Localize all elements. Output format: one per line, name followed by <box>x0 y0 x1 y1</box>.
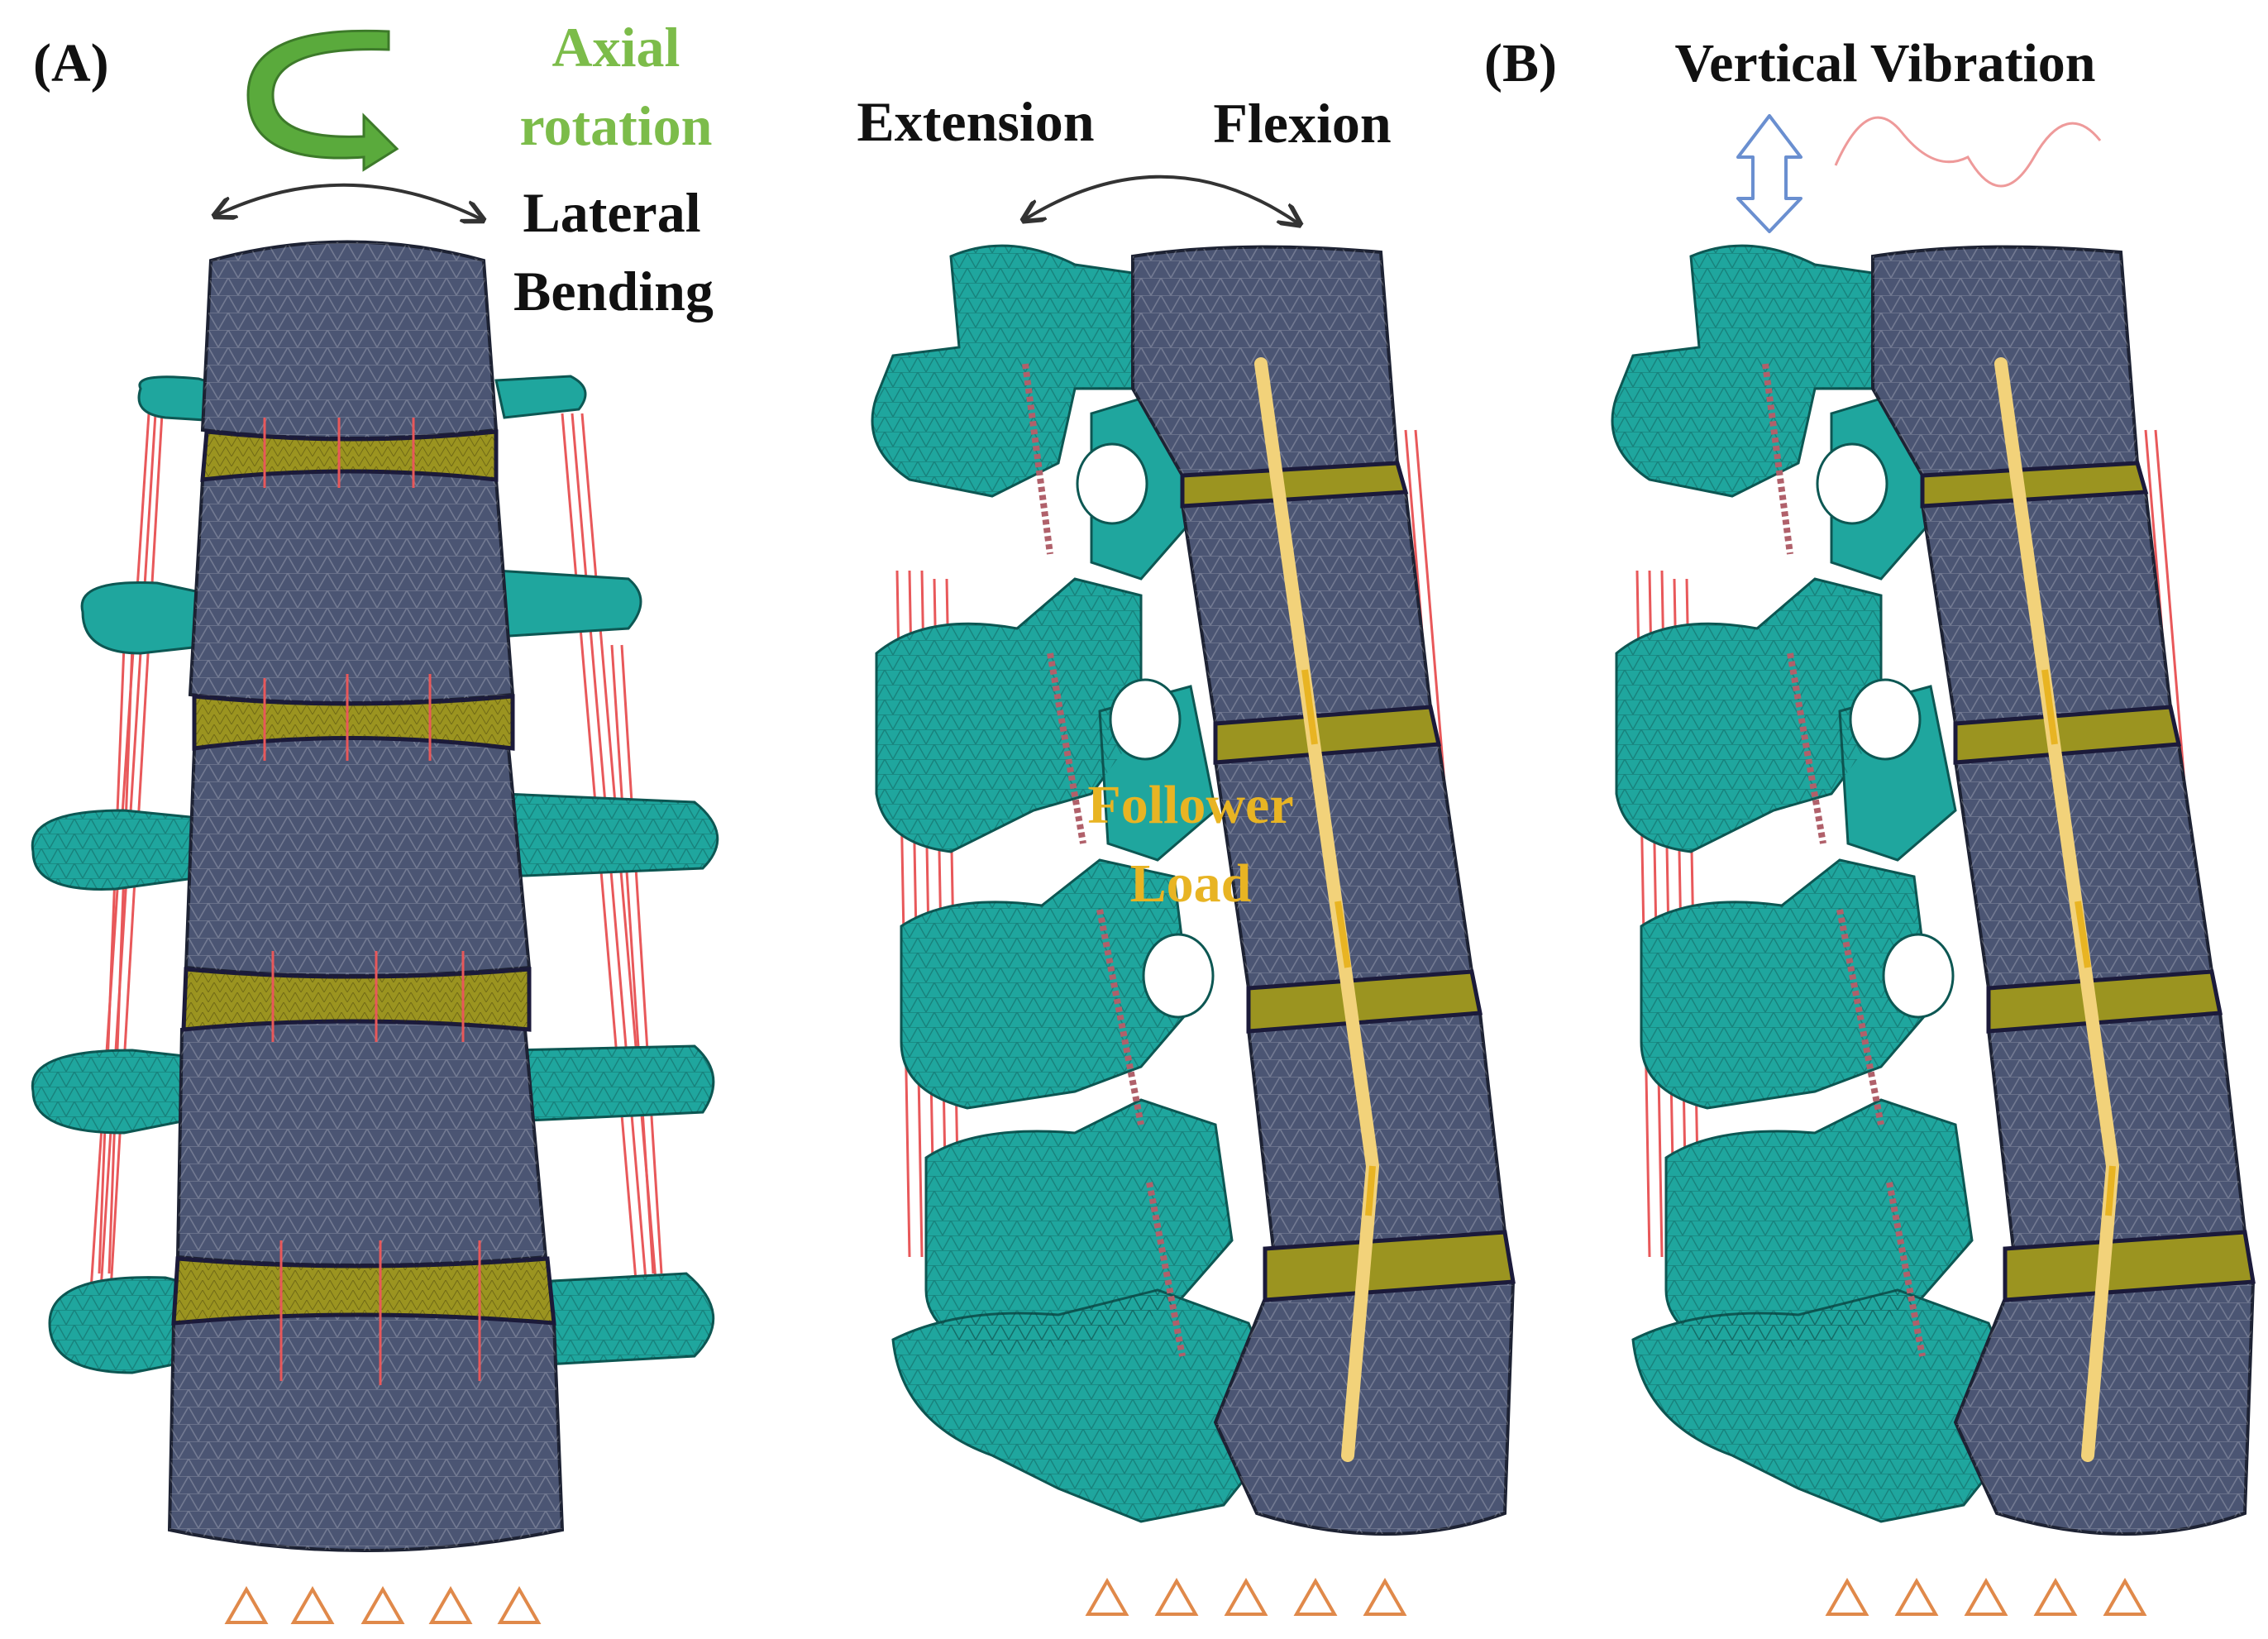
panel-a-spine-model <box>31 240 719 1552</box>
lateral-bending-arrow-icon <box>217 183 481 219</box>
vibration-wave-icon <box>1834 116 2102 188</box>
vertical-vibration-arrow-icon <box>1736 114 1802 233</box>
axial-rotation-label-line2: rotation <box>520 94 713 157</box>
panel-b-label: (B) <box>1484 33 1557 93</box>
panel-b-spine-model <box>1611 244 2256 1536</box>
axial-rotation-label-line1: Axial <box>552 16 680 79</box>
flexion-extension-arrow-icon <box>1025 174 1298 223</box>
flexion-label: Flexion <box>1213 92 1391 155</box>
axial-rotation-arrow-icon <box>246 29 399 172</box>
panel-a-label: (A) <box>33 33 109 93</box>
lateral-bending-label-line1: Lateral <box>523 181 700 244</box>
lateral-bending-label-line2: Bending <box>513 260 714 323</box>
vertical-vibration-label: Vertical Vibration <box>1674 33 2095 93</box>
extension-label: Extension <box>857 90 1094 153</box>
disc-ligaments <box>263 418 481 1385</box>
follower-load-label-line2: Load <box>1130 853 1252 914</box>
boundary-supports-middle <box>1085 1577 1407 1616</box>
follower-load-label-line1: Follower <box>1087 775 1293 835</box>
boundary-supports-a <box>224 1585 542 1624</box>
panel-middle-spine-model <box>871 244 1516 1536</box>
boundary-supports-b <box>1825 1577 2147 1616</box>
